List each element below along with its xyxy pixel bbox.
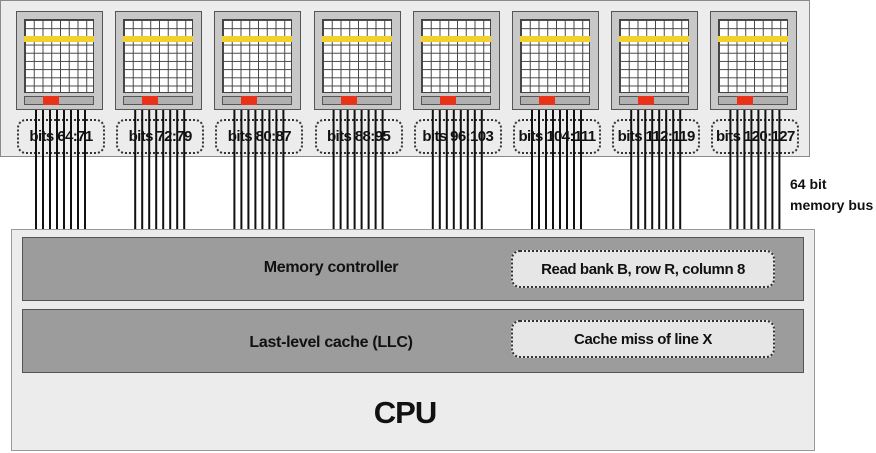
selected-column (340, 96, 357, 105)
chip-bits-label: bits 72:79 (116, 119, 205, 154)
row-buffer (123, 96, 194, 105)
selected-column (43, 96, 59, 105)
dram-chip (512, 11, 599, 110)
dram-chip (611, 11, 699, 110)
dram-cell-array (520, 19, 590, 93)
dram-cell-array (24, 19, 94, 93)
memory-bus-label-line1: 64 bit (790, 176, 827, 192)
active-row (520, 36, 590, 42)
selected-column (241, 96, 258, 105)
chip-bits-label: bits 112:119 (612, 119, 701, 154)
active-row (321, 36, 392, 42)
active-row (420, 36, 491, 42)
dram-chip (16, 11, 103, 110)
last-level-cache: Last-level cache (LLC) Cache miss of lin… (22, 309, 804, 373)
dram-cell-array (321, 19, 392, 93)
memory-bus-label-line2: memory bus (790, 197, 874, 213)
dram-cell-array (222, 19, 293, 93)
dram-chip (412, 11, 500, 110)
active-row (222, 36, 293, 42)
dram-cell-array (718, 19, 789, 93)
memory-controller: Memory controller Read bank B, row R, co… (22, 237, 804, 301)
llc-message: Cache miss of line X (511, 320, 775, 358)
memory-bus-label: 64 bit memory bus (790, 174, 873, 216)
chip-bits-label: bits 120:127 (711, 119, 800, 154)
active-row (24, 36, 94, 42)
active-row (123, 36, 194, 42)
row-buffer (718, 96, 789, 105)
active-row (619, 36, 690, 42)
active-row (718, 36, 789, 42)
dram-chip (214, 11, 302, 110)
row-buffer (619, 96, 690, 105)
cpu-label: CPU (373, 395, 437, 430)
selected-column (439, 96, 456, 105)
dram-cell-array (123, 19, 194, 93)
dram-chip (313, 11, 401, 110)
row-buffer (321, 96, 392, 105)
memory-controller-message: Read bank B, row R, column 8 (511, 250, 775, 288)
dram-cell-array (420, 19, 491, 93)
llc-title: Last-level cache (LLC) (249, 334, 413, 351)
dram-chip (710, 11, 798, 110)
dram-cell-array (619, 19, 690, 93)
row-buffer (420, 96, 491, 105)
row-buffer (222, 96, 293, 105)
chip-bits-label: bits 104:111 (513, 119, 601, 154)
row-buffer (24, 96, 94, 105)
memory-controller-title: Memory controller (263, 259, 399, 276)
selected-column (539, 96, 555, 105)
row-buffer (520, 96, 590, 105)
selected-column (737, 96, 754, 105)
dram-chip (115, 11, 203, 110)
selected-column (638, 96, 655, 105)
selected-column (142, 96, 159, 105)
